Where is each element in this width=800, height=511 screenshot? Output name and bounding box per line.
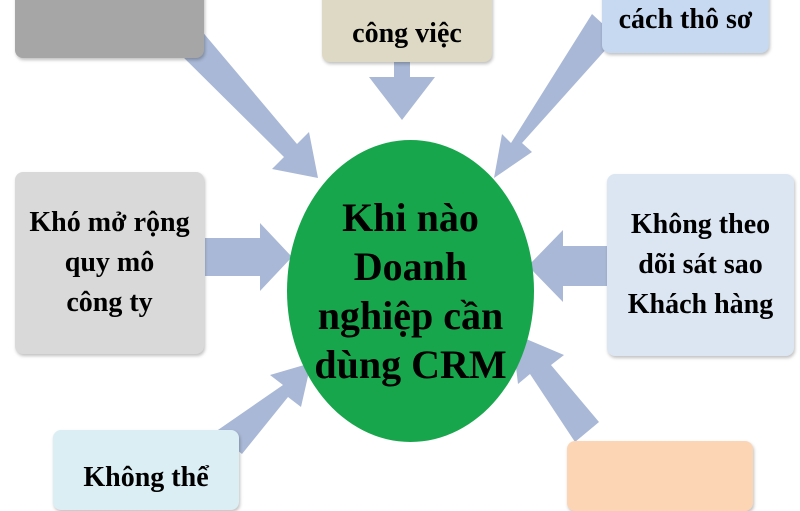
top-center-line-1: công việc (352, 18, 462, 49)
arrow-top-right (494, 14, 617, 178)
box-top-center: công việc (322, 0, 492, 62)
bottom-left-line-1: Không thể (83, 462, 209, 493)
arrow-top-center (369, 62, 435, 120)
arrow-mid-left (205, 223, 292, 291)
mid-left-line-3: công ty (66, 287, 153, 318)
center-title: Khi nào Doanh nghiệp cần dùng CRM (314, 193, 506, 389)
box-top-right: cách thô sơ (602, 0, 769, 53)
mid-left-line-2: quy mô (64, 247, 155, 278)
center-ellipse: Khi nào Doanh nghiệp cần dùng CRM (287, 140, 534, 442)
arrows-layer (172, 14, 617, 454)
arrow-bottom-right (512, 333, 599, 442)
center-line-2: Doanh (353, 244, 468, 289)
center-line-3: nghiệp cần (317, 293, 504, 338)
mid-left-line-1: Khó mở rộng (29, 207, 190, 238)
center-line-4: dùng CRM (314, 342, 507, 387)
box-bottom-left: Không thể (53, 430, 239, 510)
center-line-1: Khi nào (342, 195, 479, 240)
box-mid-left: Khó mở rộng quy mô công ty (15, 172, 204, 354)
top-right-line-1: cách thô sơ (618, 3, 753, 35)
mid-right-line-1: Không theo (630, 209, 771, 240)
box-mid-right: Không theo dõi sát sao Khách hàng (607, 174, 794, 356)
mid-right-line-2: dõi sát sao (638, 249, 763, 280)
box-bottom-right (567, 441, 753, 511)
arrow-top-left (172, 23, 318, 178)
arrow-mid-right (528, 230, 608, 302)
arrow-bottom-left (215, 363, 311, 454)
mid-right-line-3: Khách hàng (627, 289, 774, 320)
box-top-left (15, 0, 204, 58)
